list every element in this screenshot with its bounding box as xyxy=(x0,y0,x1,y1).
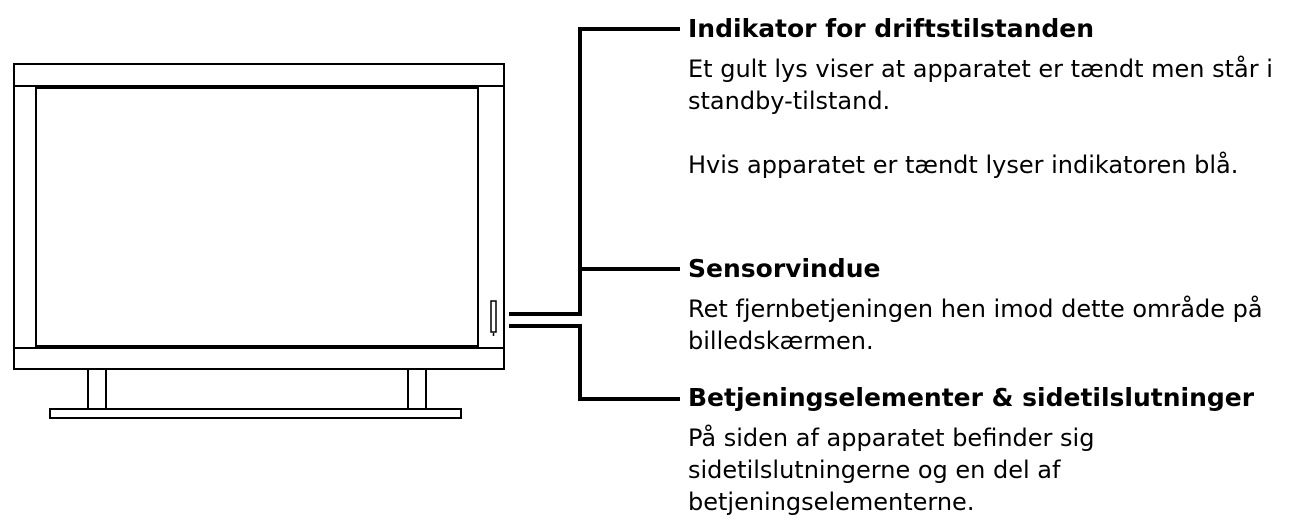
sensor-window xyxy=(490,300,497,333)
tv-screen xyxy=(35,87,479,347)
callout-sensor-window: Sensorvindue Ret fjernbetjeningen hen im… xyxy=(688,253,1313,357)
callout-text: Ret fjernbetjeningen hen imod dette områ… xyxy=(688,295,1263,355)
callout-title: Sensorvindue xyxy=(688,254,881,283)
callout-title: Betjeningselementer & sidetilslutninger xyxy=(688,383,1255,412)
callout-text: Et gult lys viser at apparatet er tændt … xyxy=(688,55,1273,115)
tv-illustration xyxy=(13,63,505,419)
tv-stand-leg-left xyxy=(87,368,107,410)
callout-status-indicator: Indikator for driftstilstanden Et gult l… xyxy=(688,13,1313,181)
tv-inner-frame xyxy=(13,85,505,349)
leader-line-controls xyxy=(509,324,680,401)
callout-text: Hvis apparatet er tændt lyser indikatore… xyxy=(688,151,1239,179)
leader-line-indicator xyxy=(509,27,680,316)
tv-stand-base xyxy=(49,408,462,419)
callout-text: På siden af apparatet befinder sig sidet… xyxy=(688,424,1095,516)
tv-stand-leg-right xyxy=(407,368,427,410)
callout-lines xyxy=(509,27,680,401)
tv-outer-frame xyxy=(13,63,505,370)
callout-side-controls: Betjeningselementer & sidetilslutninger … xyxy=(688,382,1313,518)
callout-title: Indikator for driftstilstanden xyxy=(688,14,1095,43)
